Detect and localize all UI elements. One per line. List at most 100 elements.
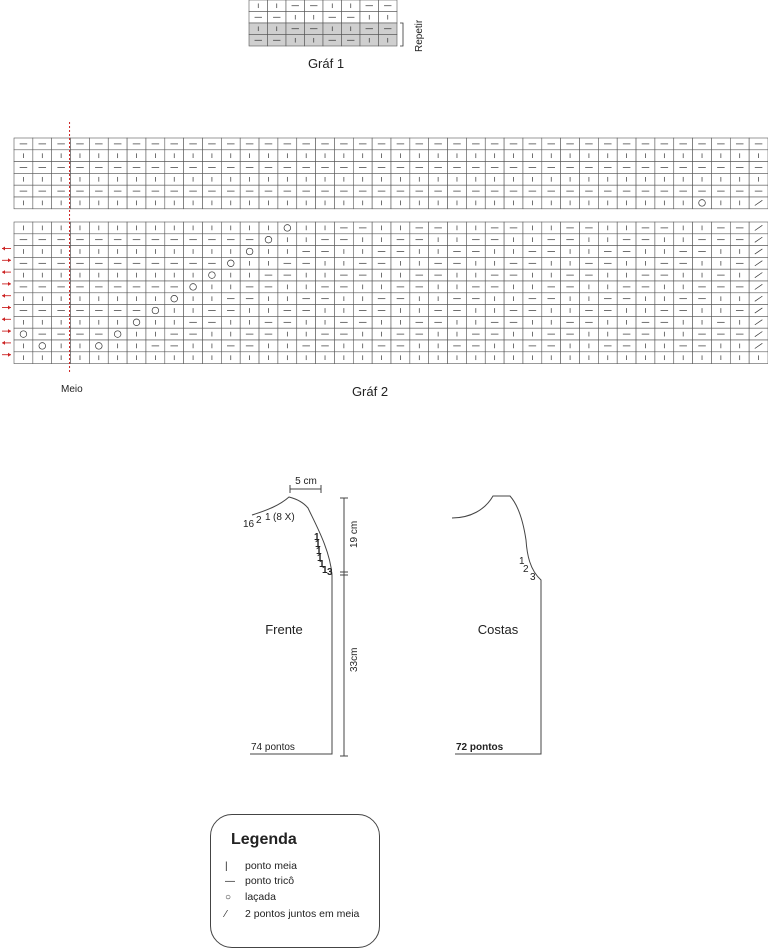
yarn-over-symbol [38,342,46,350]
front-armhole-number: 1 [314,532,320,543]
row-direction-arrow [2,340,11,345]
chart-cell [89,339,109,353]
front-armhole-number: 1 [317,553,323,564]
chart-cell [692,196,712,210]
chart-2-top-row [13,149,768,162]
k2tog-symbol [754,260,763,267]
k2tog-symbol [754,295,763,302]
front-piece-outline [250,485,348,757]
chart-1-row [248,34,398,47]
chart-2-bottom-row [13,221,768,235]
back-armhole-number: 1 [519,556,525,567]
body-length-label: 33cm [349,648,360,672]
chart-cell [258,233,279,246]
chart-2-bottom-row [13,292,768,305]
k2tog-symbol [754,307,763,314]
chart-2-bottom-row [13,245,768,258]
front-label: Frente [265,622,303,637]
chart-cell [202,268,222,282]
chart-2-bottom-row [13,233,768,246]
chart-2-bottom-row [13,327,768,341]
legend-title: Legenda [231,831,297,848]
row-direction-arrow [2,329,11,334]
front-armhole-number: 1 [315,539,321,550]
front-armhole-number: 1 [319,559,325,570]
yarn-over-symbol [227,259,235,267]
yarn-over-symbol [151,306,160,315]
chart-cell [277,221,298,235]
k2tog-symbol [754,272,763,278]
chart-2-bottom-row [13,268,768,282]
chart-2-bottom-row [13,351,768,364]
yarn-over-symbol [245,247,254,256]
chart-2-top-row [13,173,768,186]
yarn-over-symbol [264,236,273,244]
k2tog-symbol [754,225,763,231]
chart-2-bottom-row [13,304,768,317]
chart-2-top-row [13,137,768,151]
chart-2-top-row [13,184,768,198]
back-label: Costas [478,622,519,637]
front-neck-number: 2 [256,515,262,526]
chart-cell [183,280,203,294]
k2tog-symbol [754,248,763,255]
chart-2-top-row [13,196,768,210]
front-neck-numbers: 16 2 1 (8 X) [243,512,295,530]
row-direction-arrow [2,352,11,357]
front-armhole-number: 1 [316,546,322,557]
chart-cell [107,327,128,341]
legend-box: Legenda |ponto meia — ponto tricô ○ laçada… [210,814,380,948]
chart-1-row [248,22,398,35]
yarn-over-symbol [208,271,216,279]
chart-cell [221,257,241,270]
yarn-over-symbol [132,318,141,326]
chart-2-bottom-row [13,316,768,329]
legend-item-label: laçada [245,891,276,903]
yarn-over-symbol [189,283,197,291]
chart-2-label: Gráf 2 [352,384,388,399]
chart-2-bottom-row [13,257,768,270]
legend-item-knit: |ponto meia [225,860,297,874]
front-neck-number: (8 X) [273,512,295,523]
yarn-over-symbol [19,330,28,338]
k2tog-symbol [754,284,763,290]
chart-1-repeat-label: Repetir [414,19,425,52]
yarn-over-symbol [170,295,178,303]
back-armhole-number: 3 [530,572,536,583]
back-armhole-numbers: 1 2 3 [519,556,536,583]
chart-cell [126,316,147,329]
legend-item-label: 2 pontos juntos em meia [245,908,360,920]
chart-1-label: Gráf 1 [308,56,344,71]
knit-stitch-symbol: | [225,861,228,872]
chart-1-row [248,0,398,12]
yarn-over-symbol: ○ [225,892,232,903]
back-piece-outline [451,495,542,755]
front-stitch-count: 74 pontos [251,742,295,753]
chart-1-grid [248,0,404,47]
front-armhole-numbers: 1 1 1 1 1 1 3 [314,532,333,578]
chart-cell [13,327,34,341]
chart-cell [32,339,52,353]
back-armhole-number: 2 [523,564,529,575]
chart-cell [239,245,260,258]
neck-depth-label: 19 cm [349,521,360,548]
legend-item-label: ponto tricô [245,875,295,887]
row-direction-arrow [2,293,11,298]
row-direction-arrow [2,305,11,310]
yarn-over-symbol [114,330,122,338]
chart-1-row [248,11,398,24]
chart-2-middle-label: Meio [61,384,83,395]
repeat-bracket [400,22,404,47]
row-direction-arrow [2,281,11,286]
chart-2-top-row [13,161,768,174]
chart-cell [164,292,184,305]
row-direction-arrow [2,258,11,263]
chart-2-bottom-row [13,280,768,294]
legend-item-k2tog: ⁄2 pontos juntos em meia [225,908,359,922]
k2tog-symbol [754,319,763,326]
back-stitch-count: 72 pontos [456,742,504,753]
purl-stitch-symbol: — [225,876,235,887]
yarn-over-symbol [698,199,706,207]
front-armhole-number: 1 [322,565,328,576]
